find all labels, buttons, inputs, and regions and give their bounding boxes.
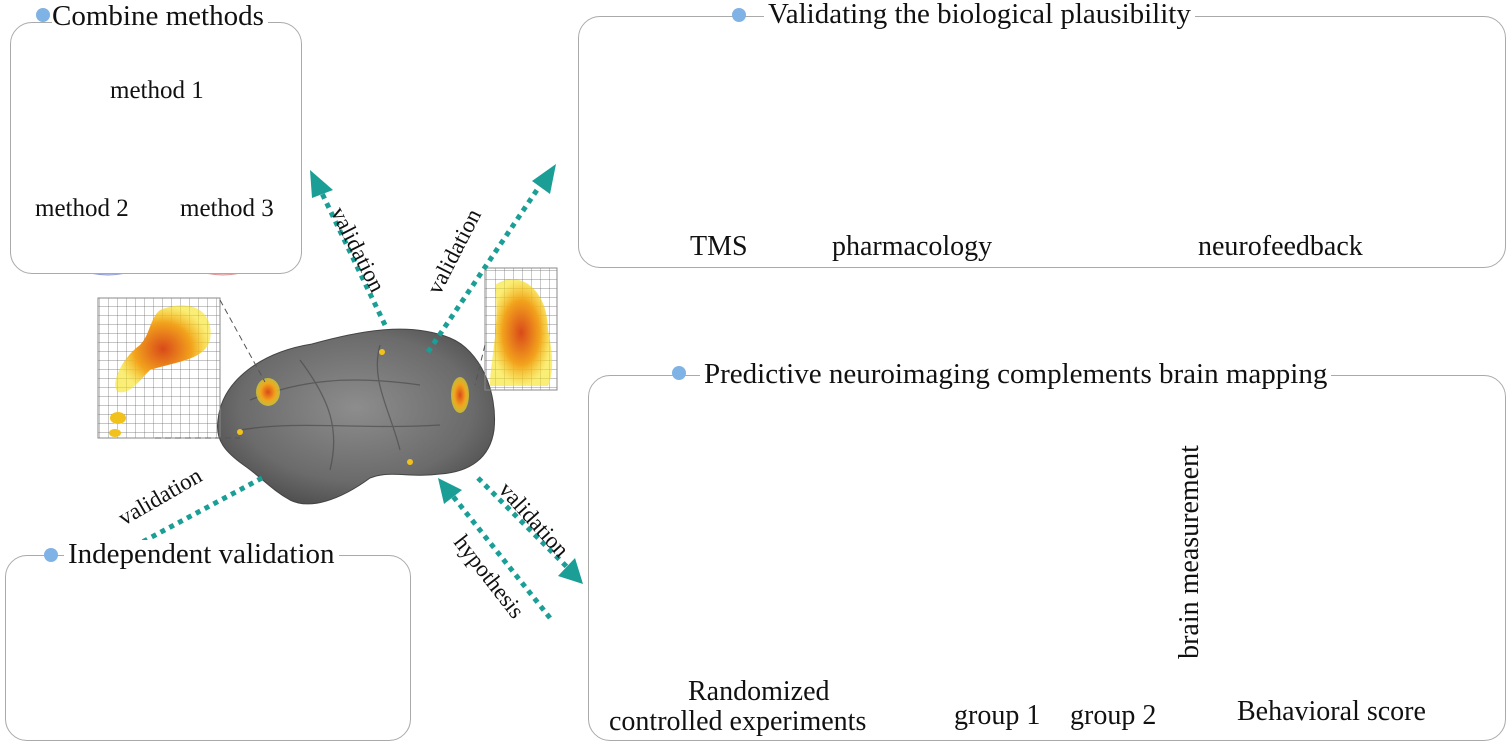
venn-label-method-1: method 1 bbox=[110, 77, 204, 104]
violin-label-group-2: group 2 bbox=[1070, 700, 1157, 731]
combine-methods-panel bbox=[10, 22, 302, 274]
biological-plausibility-title: Validating the biological plausibility bbox=[764, 0, 1195, 29]
violin-label-group-1: group 1 bbox=[954, 700, 1041, 731]
label-pharmacology: pharmacology bbox=[832, 231, 993, 262]
rct-label-line2: controlled experiments bbox=[609, 706, 867, 737]
bullet-icon bbox=[672, 366, 686, 380]
combine-methods-title: Combine methods bbox=[52, 2, 268, 31]
independent-validation-title: Independent validation bbox=[64, 540, 339, 569]
zoom-grid-right bbox=[474, 267, 558, 391]
scatter-y-axis-label: brain measurement bbox=[1174, 445, 1205, 659]
label-neurofeedback: neurofeedback bbox=[1198, 231, 1363, 262]
independent-validation-panel bbox=[5, 555, 411, 741]
bullet-icon bbox=[36, 8, 50, 22]
central-brain bbox=[216, 328, 496, 505]
scatter-x-axis-label: Behavioral score bbox=[1237, 696, 1426, 727]
bullet-icon bbox=[44, 548, 58, 562]
venn-label-method-3: method 3 bbox=[180, 195, 274, 222]
predictive-neuroimaging-panel bbox=[588, 375, 1506, 741]
predictive-neuroimaging-title: Predictive neuroimaging complements brai… bbox=[700, 360, 1332, 389]
venn-label-method-2: method 2 bbox=[35, 195, 129, 222]
arrow-hypothesis bbox=[438, 478, 552, 620]
arrow-to-combine bbox=[310, 170, 388, 327]
label-tms: TMS bbox=[690, 231, 748, 262]
arrow-to-predictive bbox=[476, 476, 583, 584]
zoom-grid-left bbox=[97, 297, 266, 439]
arrow-to-biological bbox=[425, 164, 556, 354]
bullet-icon bbox=[732, 8, 746, 22]
rct-label-line1: Randomized bbox=[688, 676, 830, 707]
